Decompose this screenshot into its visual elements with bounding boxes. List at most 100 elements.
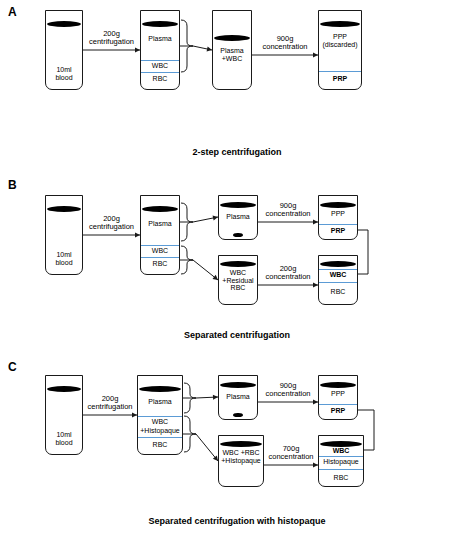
connector-line	[358, 230, 368, 274]
step-label: 200g concentration	[263, 265, 313, 282]
connector	[183, 434, 218, 461]
buffy-coat-line	[319, 71, 361, 72]
liquid-meniscus	[47, 21, 81, 27]
layer-label: PRP	[321, 227, 355, 235]
pellet	[233, 233, 242, 237]
layer-label: RBC	[143, 75, 177, 83]
test-tube: WBC +Residual RBC	[218, 255, 258, 305]
layer-label: PPP	[321, 210, 355, 218]
connector-line	[183, 434, 218, 461]
layer-label: Plasma	[140, 398, 180, 406]
test-tube: PPP PRP	[318, 195, 358, 240]
step-label: 900g concentration	[263, 382, 313, 399]
layer-label: PRP	[321, 75, 359, 83]
buffy-coat-line	[141, 72, 179, 73]
connector	[83, 47, 140, 52]
liquid-meniscus	[320, 382, 356, 388]
layer-label: 10ml blood	[48, 431, 80, 446]
layer-label: +Histopaque	[140, 427, 180, 435]
test-tube: PlasmaWBC+HistopaqueRBC	[137, 375, 183, 455]
layer-label: PPP	[321, 390, 355, 398]
layer-label: 10ml blood	[48, 66, 80, 81]
buffy-coat-line	[141, 60, 179, 61]
test-tube: Plasma +WBC	[212, 10, 252, 90]
panel-caption: 2-step centrifugation	[192, 147, 281, 157]
layer-label: WBC	[143, 62, 177, 70]
step-label: 200g centrifugation	[85, 395, 135, 412]
liquid-meniscus	[47, 386, 81, 392]
liquid-meniscus	[320, 441, 362, 447]
connector	[180, 260, 218, 280]
layer-label: Plasma	[143, 220, 177, 228]
liquid-meniscus	[320, 21, 360, 27]
buffy-coat-line	[319, 282, 357, 283]
liquid-meniscus	[220, 382, 256, 388]
layer-label: WBC	[321, 447, 361, 455]
buffy-coat-line	[319, 224, 357, 225]
connector	[258, 282, 318, 287]
test-tube: 10ml blood	[45, 195, 83, 275]
panel-caption: Separated centrifugation	[184, 330, 290, 340]
liquid-meniscus	[142, 21, 178, 27]
layer-label: RBC	[321, 474, 361, 482]
layer-label: Plasma	[221, 213, 255, 221]
test-tube: 10ml blood	[45, 10, 83, 90]
connector-line	[258, 285, 318, 286]
layer-label: Plasma +WBC	[215, 47, 249, 62]
step-label: 900g concentration	[260, 35, 310, 52]
layer-label: Plasma	[221, 393, 255, 401]
layer-label: RBC	[143, 260, 177, 268]
step-label: 700g concentration	[266, 445, 316, 462]
panel-letter: A	[8, 5, 17, 19]
panel-caption: Separated centrifugation with histopaque	[148, 516, 325, 526]
test-tube: WBC RBC	[318, 255, 358, 305]
test-tube: PPP PRP	[318, 375, 358, 420]
layer-label: 10ml blood	[48, 251, 80, 266]
buffy-coat-line	[319, 269, 357, 270]
step-label: 200g centrifugation	[87, 30, 137, 47]
connector-line	[264, 465, 318, 466]
connector	[258, 219, 318, 224]
connector-line	[83, 235, 140, 236]
connector	[264, 462, 318, 467]
test-tube: Plasma	[218, 195, 258, 240]
buffy-coat-line	[141, 257, 179, 258]
connector	[83, 232, 140, 237]
layer-label: WBC	[143, 247, 177, 255]
test-tube: WBCHistopaqueRBC	[318, 435, 364, 487]
layer-label: WBC	[321, 271, 355, 279]
connector	[252, 52, 318, 57]
liquid-meniscus	[214, 35, 250, 41]
layer-label: WBC +RBC +Histopaque	[221, 449, 261, 464]
pellet	[233, 413, 242, 417]
connector-line	[258, 222, 318, 223]
connector	[180, 46, 212, 52]
layer-label: PRP	[321, 407, 355, 415]
buffy-coat-line	[319, 469, 363, 470]
buffy-coat-line	[319, 404, 357, 405]
test-tube: PPP (discarded) PRP	[318, 10, 362, 90]
test-tube: 10ml blood	[45, 375, 83, 455]
layer-label: Plasma	[143, 35, 177, 43]
liquid-meniscus	[142, 206, 178, 212]
connector-line	[180, 217, 218, 222]
step-label: 200g centrifugation	[87, 215, 137, 232]
connector	[258, 399, 318, 404]
layer-label: RBC	[321, 288, 355, 296]
buffy-coat-line	[138, 437, 182, 438]
test-tube: Plasma	[218, 375, 258, 420]
liquid-meniscus	[320, 202, 356, 208]
liquid-meniscus	[220, 441, 262, 447]
connector	[83, 412, 137, 417]
connector	[358, 230, 368, 274]
connector	[180, 215, 218, 222]
liquid-meniscus	[220, 202, 256, 208]
connector-line	[83, 50, 140, 51]
test-tube: PlasmaWBC RBC	[140, 195, 180, 275]
step-label: 900g concentration	[263, 202, 313, 219]
liquid-meniscus	[139, 386, 181, 392]
connector	[183, 395, 218, 400]
layer-label: PPP (discarded)	[321, 33, 359, 48]
layer-label: WBC	[140, 418, 180, 426]
